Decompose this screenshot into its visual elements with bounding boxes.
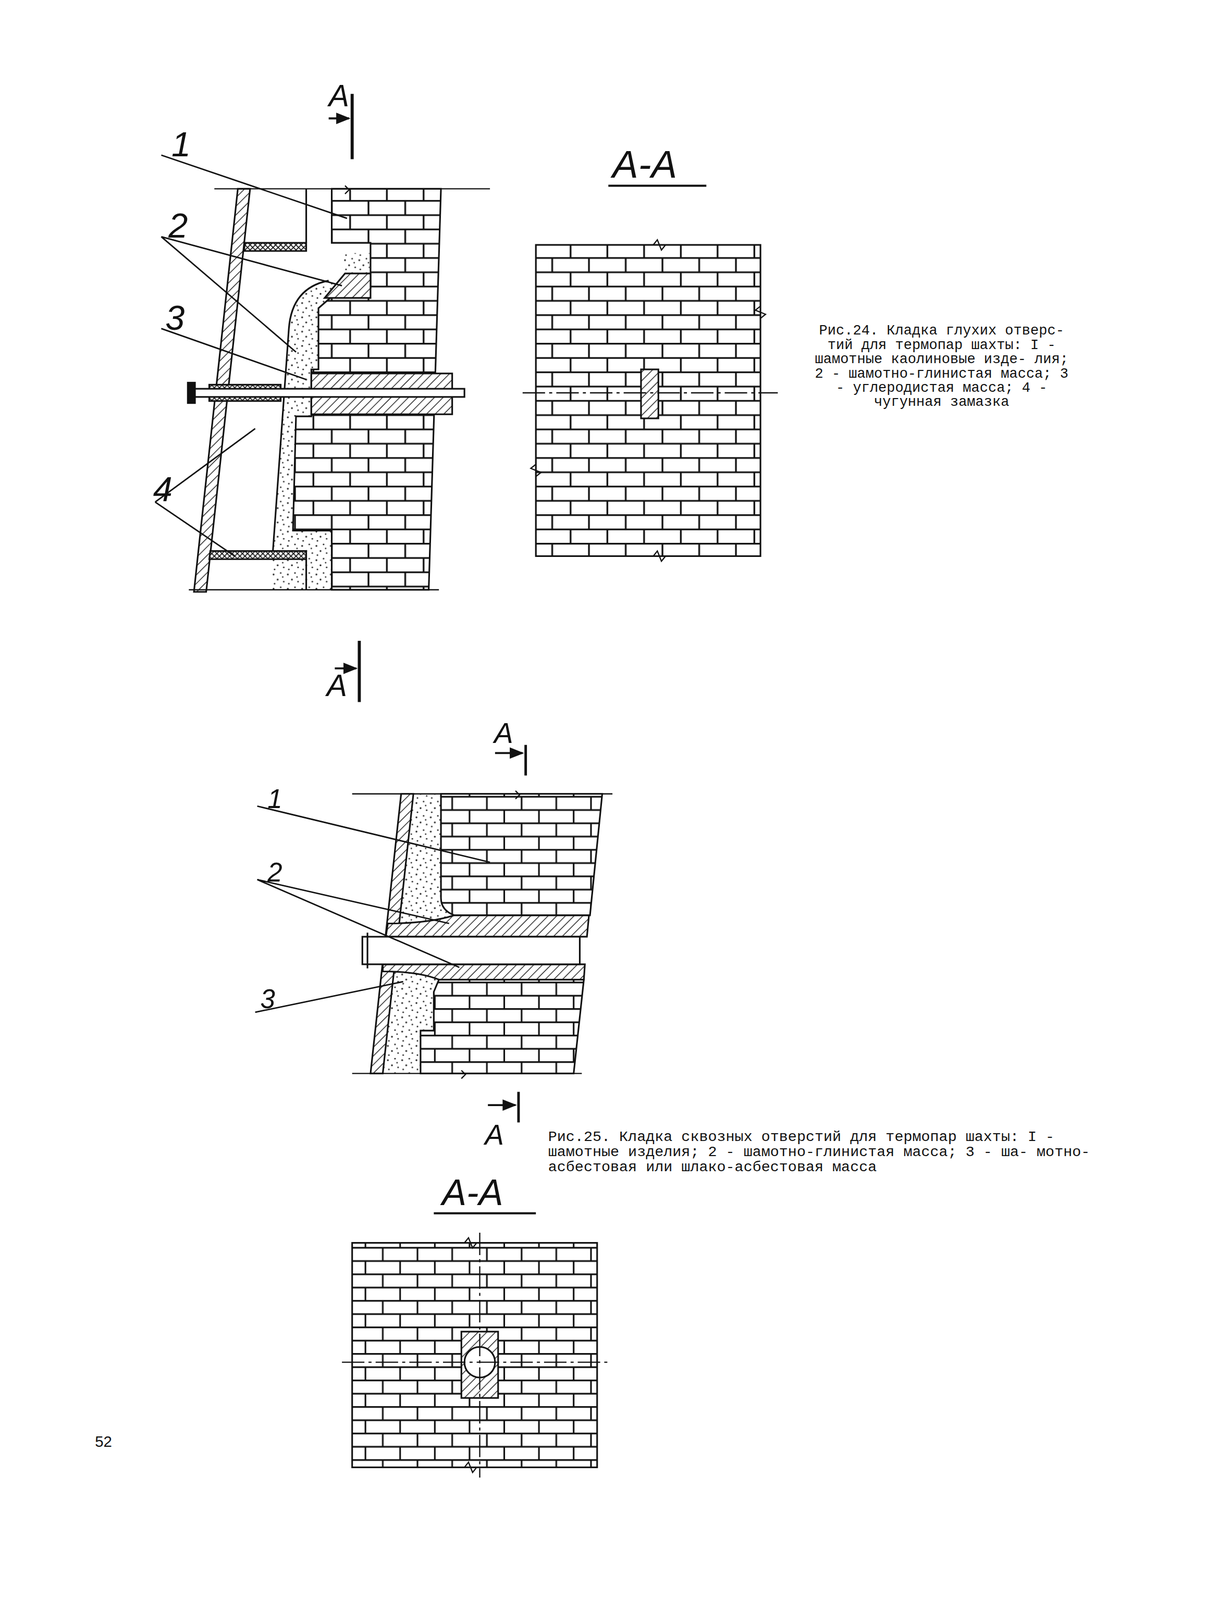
callout-number: 4 xyxy=(153,471,173,509)
page-number: 52 xyxy=(94,1434,113,1451)
callout-number: 3 xyxy=(165,300,185,337)
fig25-view xyxy=(341,1233,610,1479)
callout-number: 1 xyxy=(171,126,191,164)
section-mark: А xyxy=(484,1120,504,1151)
figure-caption: Рис.25. Кладка сквозных отверстий для те… xyxy=(548,1129,1105,1176)
leader-lines xyxy=(155,155,348,557)
section-mark: А xyxy=(328,79,350,113)
fig25-section xyxy=(352,791,613,1079)
callout-number: 1 xyxy=(267,785,282,814)
section-title: А-А xyxy=(612,144,677,186)
section-marks xyxy=(433,745,536,1214)
section-mark: А xyxy=(326,669,348,703)
callout-number: 2 xyxy=(267,859,282,888)
callout-number: 2 xyxy=(168,208,188,245)
section-mark: А xyxy=(494,718,514,749)
section-title: А-А xyxy=(441,1173,504,1213)
leader-lines xyxy=(255,806,490,1013)
figure-caption: Рис.24. Кладка глухих отверс- тий для те… xyxy=(811,324,1072,411)
callout-number: 3 xyxy=(260,986,275,1014)
fig24-section xyxy=(187,185,490,592)
section-marks xyxy=(328,93,707,703)
fig24-view xyxy=(522,239,779,562)
